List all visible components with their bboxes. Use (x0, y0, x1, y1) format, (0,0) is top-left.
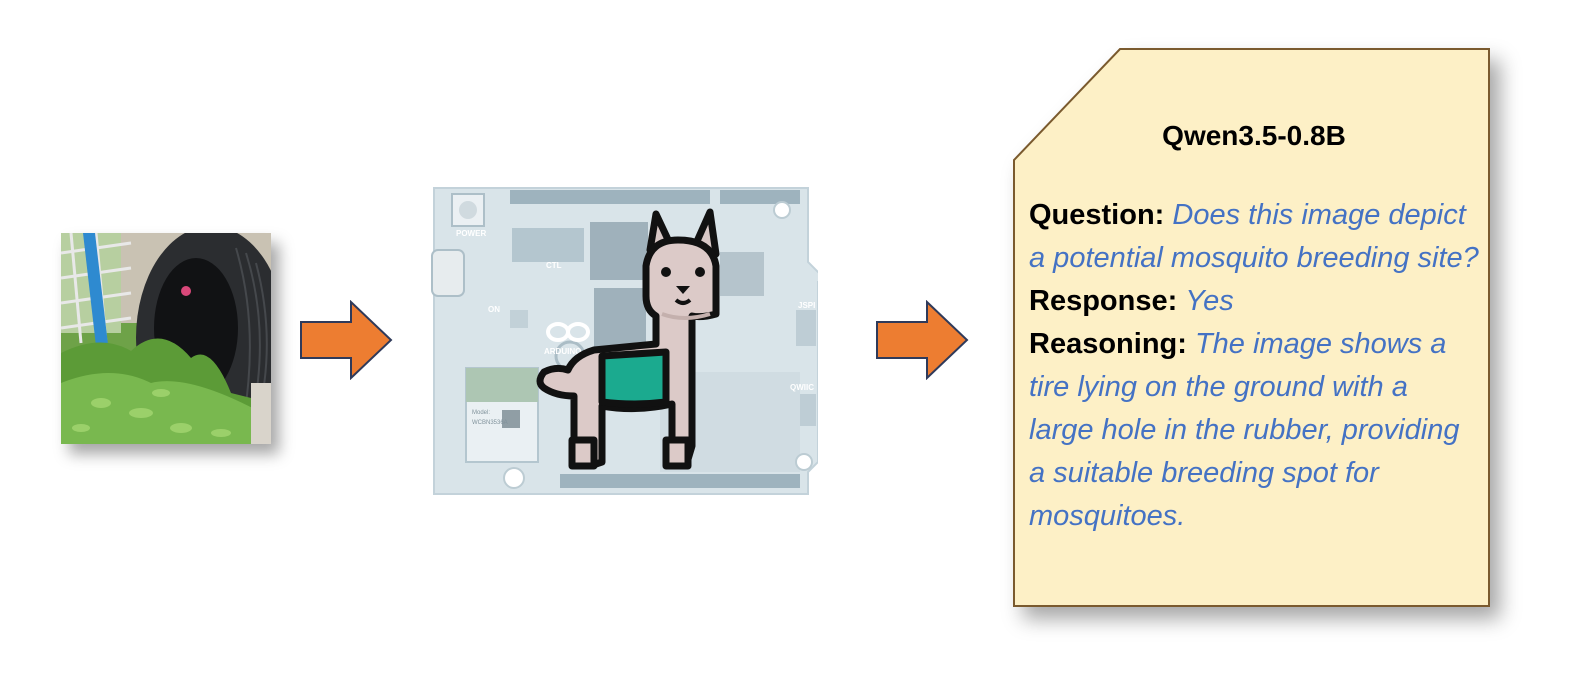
board-graphic: POWER CTL ON ARDUINO JSPI QWIIC Model: W… (430, 182, 831, 498)
module-id-label: WCBN3536A (472, 420, 508, 426)
power-label: POWER (456, 229, 486, 238)
ctl-label: CTL (546, 261, 562, 270)
model-label: Model: (472, 410, 490, 416)
model-name: Qwen3.5-0.8B (1162, 120, 1346, 151)
note-card (1013, 48, 1490, 607)
reasoning-text: The image shows a tire lying on the grou… (1029, 328, 1460, 532)
qwiic-label: QWIIC (790, 383, 814, 392)
arrow-right-icon (876, 300, 969, 380)
arrow-right-icon (300, 300, 393, 380)
jspi-label: JSPI (798, 301, 815, 310)
on-label: ON (488, 305, 500, 314)
question-text: Does this image depict a potential mosqu… (1029, 199, 1479, 274)
note-content: Qwen3.5-0.8B Question: Does this image d… (1029, 120, 1479, 538)
response-label: Response: (1029, 285, 1178, 317)
reasoning-label: Reasoning: (1029, 328, 1187, 360)
tire-photo-graphic (61, 233, 271, 444)
llama-icon (536, 208, 720, 470)
qa-block: Question: Does this image depict a poten… (1029, 194, 1479, 538)
input-photo (61, 233, 271, 444)
question-label: Question: (1029, 199, 1165, 231)
brand-label: ARDUINO (544, 347, 581, 356)
arduino-board: POWER CTL ON ARDUINO JSPI QWIIC Model: W… (430, 182, 831, 498)
response-text: Yes (1185, 285, 1234, 317)
